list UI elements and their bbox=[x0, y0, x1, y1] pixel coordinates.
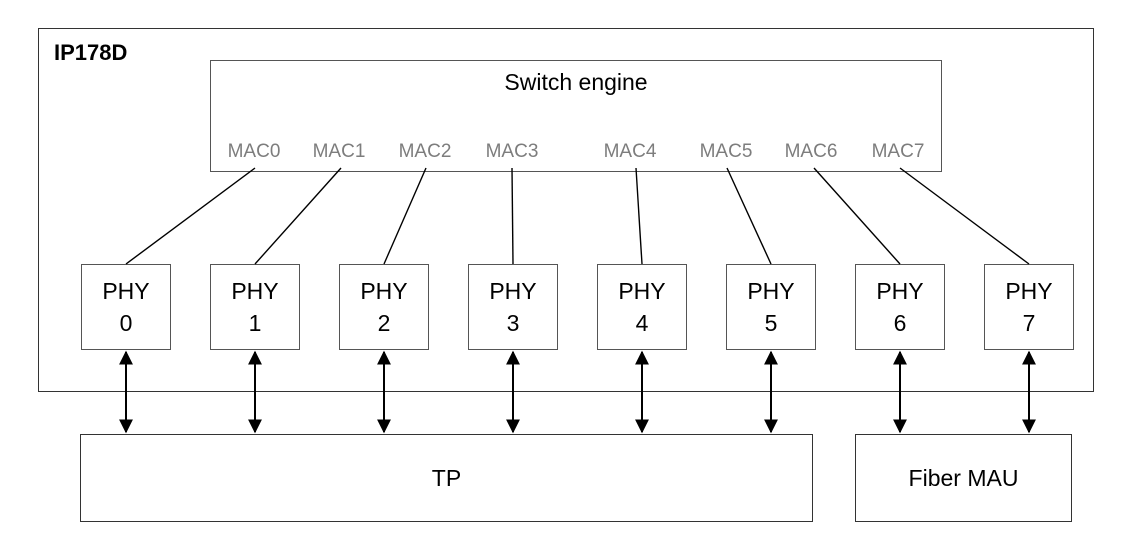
mac1-phy1-link bbox=[254, 167, 342, 265]
phy-box-4: PHY 4 bbox=[597, 264, 687, 350]
phy-box-7: PHY 7 bbox=[984, 264, 1074, 350]
phy-box-2: PHY 2 bbox=[339, 264, 429, 350]
phy-index: 2 bbox=[377, 310, 391, 336]
mac0-phy0-link bbox=[125, 167, 256, 265]
phy-box-0: PHY 0 bbox=[81, 264, 171, 350]
phy-index: 7 bbox=[1022, 310, 1036, 336]
switch-engine-box: Switch engine bbox=[210, 60, 942, 172]
mac3-phy3-link bbox=[511, 167, 514, 265]
mac-label-0: MAC0 bbox=[227, 141, 281, 162]
phy-box-6: PHY 6 bbox=[855, 264, 945, 350]
tp-label: TP bbox=[431, 464, 462, 491]
fiber-mau-label: Fiber MAU bbox=[908, 464, 1019, 491]
mac5-phy5-link bbox=[726, 167, 772, 265]
phy-index: 6 bbox=[893, 310, 907, 336]
phy-label: PHY bbox=[747, 278, 795, 304]
chip-title: IP178D bbox=[54, 40, 128, 65]
mac7-phy7-link bbox=[899, 167, 1030, 265]
phy-label: PHY bbox=[102, 278, 150, 304]
phy-index: 0 bbox=[119, 310, 133, 336]
mac2-phy2-link bbox=[383, 167, 427, 265]
tp-box: TP bbox=[80, 434, 813, 522]
phy-index: 5 bbox=[764, 310, 778, 336]
mac-label-1: MAC1 bbox=[312, 141, 366, 162]
phy-label: PHY bbox=[1005, 278, 1053, 304]
phy-box-1: PHY 1 bbox=[210, 264, 300, 350]
phy-box-3: PHY 3 bbox=[468, 264, 558, 350]
phy-label: PHY bbox=[360, 278, 408, 304]
phy-label: PHY bbox=[876, 278, 924, 304]
phy-label: PHY bbox=[618, 278, 666, 304]
phy-index: 3 bbox=[506, 310, 520, 336]
mac-label-2: MAC2 bbox=[398, 141, 452, 162]
mac4-phy4-link bbox=[635, 167, 643, 265]
mac-label-7: MAC7 bbox=[871, 141, 925, 162]
mac-label-3: MAC3 bbox=[485, 141, 539, 162]
phy-index: 1 bbox=[248, 310, 262, 336]
phy-label: PHY bbox=[231, 278, 279, 304]
phy-label: PHY bbox=[489, 278, 537, 304]
phy-index: 4 bbox=[635, 310, 649, 336]
fiber-mau-box: Fiber MAU bbox=[855, 434, 1072, 522]
mac-label-6: MAC6 bbox=[784, 141, 838, 162]
mac-label-4: MAC4 bbox=[603, 141, 657, 162]
mac-label-5: MAC5 bbox=[699, 141, 753, 162]
mac6-phy6-link bbox=[813, 167, 901, 265]
switch-engine-title: Switch engine bbox=[504, 69, 648, 95]
phy-box-5: PHY 5 bbox=[726, 264, 816, 350]
